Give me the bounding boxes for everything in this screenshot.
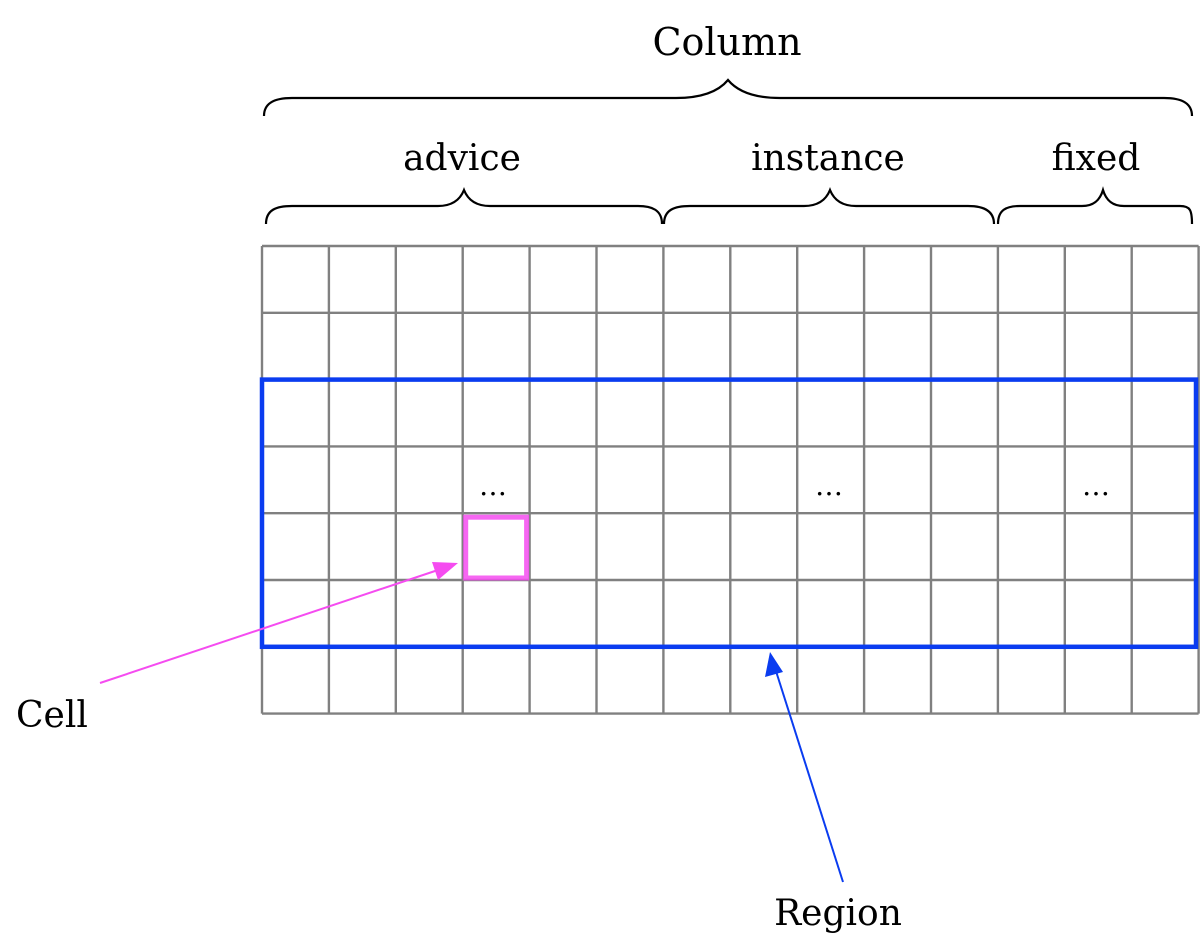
cell-arrow bbox=[99, 565, 451, 684]
instance-brace bbox=[662, 187, 996, 225]
ellipsis-fixed: … bbox=[1082, 469, 1112, 502]
grid bbox=[260, 244, 1200, 715]
advice-brace bbox=[264, 187, 664, 225]
column-title: Column bbox=[652, 20, 801, 64]
region-arrow bbox=[774, 667, 844, 883]
cell-label: Cell bbox=[16, 695, 88, 736]
group-label-instance: instance bbox=[751, 138, 905, 179]
column-brace bbox=[262, 78, 1194, 117]
group-label-fixed: fixed bbox=[1052, 138, 1141, 179]
ellipsis-advice: … bbox=[479, 469, 509, 502]
cell-highlight bbox=[463, 514, 530, 581]
group-label-advice: advice bbox=[403, 138, 521, 179]
region-label: Region bbox=[774, 893, 902, 934]
region-arrowhead bbox=[765, 652, 783, 677]
fixed-brace bbox=[996, 186, 1194, 225]
cell-arrowhead bbox=[432, 562, 458, 580]
ellipsis-instance: … bbox=[815, 469, 845, 502]
region-highlight bbox=[259, 377, 1199, 650]
